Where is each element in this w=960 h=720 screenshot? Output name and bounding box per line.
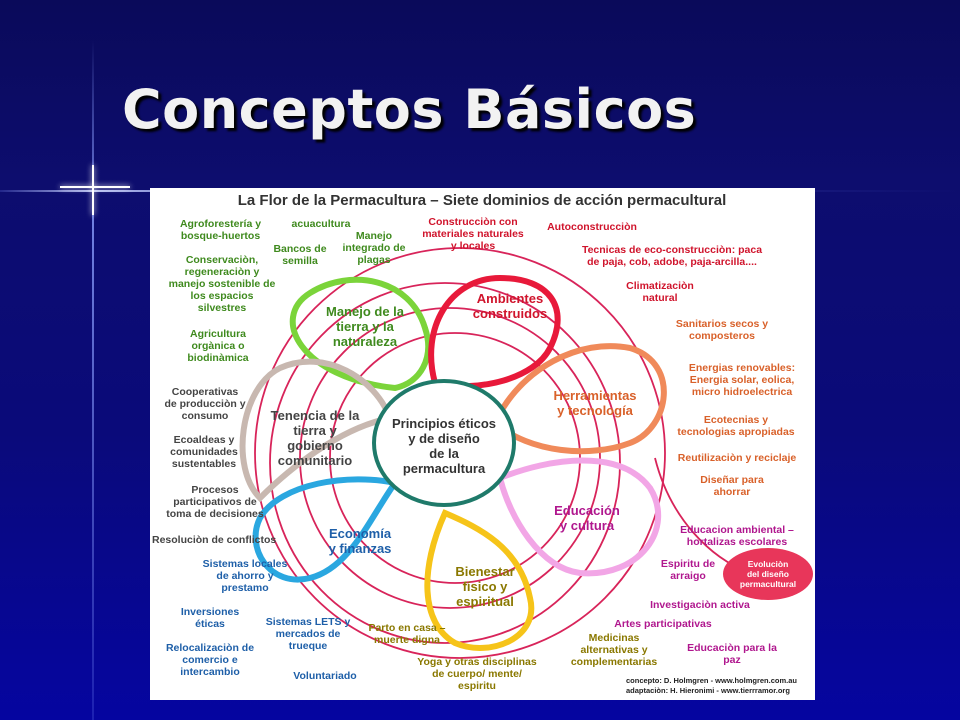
petals <box>239 274 667 651</box>
label-yoga: Yoga y otras disciplinas de cuerpo/ ment… <box>417 656 537 692</box>
petal-tenure <box>239 358 395 503</box>
label-conservation: Conservaciòn, regeneraciòn y manejo sost… <box>168 254 276 314</box>
label-local-savings: Sistemas locales de ahorro y prestamo <box>202 558 288 594</box>
center-label: Principios éticos y de diseño de la perm… <box>391 416 497 476</box>
decorative-vertical-line <box>92 40 94 720</box>
label-ecobuild: Tecnicas de eco-construcciòn: paca de pa… <box>581 244 763 268</box>
credit-concept: concepto: D. Holmgren - www.holmgren.com… <box>626 676 797 685</box>
petal-built <box>428 274 561 389</box>
petal-label-economy: Economía y finanzas <box>328 526 392 556</box>
label-agroforestry: Agroforestería y bosque-huertos <box>179 218 262 242</box>
label-research: Investigaciòn activa <box>650 599 750 611</box>
credit-adaptation: adaptaciòn: H. Hieronimi - www.tierrramo… <box>626 686 790 695</box>
label-aquaculture: acuacultura <box>291 218 351 230</box>
label-birth: Parto en casa – muerte digna <box>368 622 446 646</box>
label-materials: Construcciòn con materiales naturales y … <box>422 216 524 252</box>
label-lets: Sistemas LETS y mercados de trueque <box>265 616 351 652</box>
label-conflict: Resoluciòn de conflictos <box>152 534 277 546</box>
petal-education <box>496 457 662 577</box>
label-participatory: Procesos participativos de toma de decis… <box>166 484 264 520</box>
label-arts: Artes participativas <box>614 618 712 630</box>
figure-title: La Flor de la Permacultura – Siete domin… <box>237 192 727 209</box>
decorative-sparkle-horizontal <box>60 186 130 188</box>
label-volunteer: Voluntariado <box>293 670 357 682</box>
label-recycle: Reutilizaciòn y reciclaje <box>677 452 797 464</box>
label-ethical-investment: Inversiones éticas <box>180 606 240 630</box>
label-toilets: Sanitarios secos y composteros <box>675 318 769 342</box>
label-rootedness: Espiritu de arraigo <box>660 558 716 582</box>
petal-health <box>424 509 535 651</box>
decorative-sparkle-vertical <box>92 165 94 215</box>
petal-label-health: Bienestar físico y espiritual <box>455 564 515 609</box>
label-design: Diseñar para ahorrar <box>700 474 764 498</box>
label-seedbanks: Bancos de semilla <box>273 243 327 267</box>
petal-label-land: Manejo de la tierra y la naturaleza <box>325 304 405 349</box>
spiral <box>254 247 751 659</box>
petal-label-education: Educación y cultura <box>554 503 620 533</box>
slide-title: Conceptos Básicos <box>122 78 697 141</box>
label-peace: Educaciòn para la paz <box>687 642 777 666</box>
flower-diagram <box>239 247 751 659</box>
label-ecovillages: Ecoaldeas y comunidades sustentables <box>170 434 238 470</box>
label-pests: Manejo integrado de plagas <box>342 230 406 266</box>
label-ecotech: Ecotecnias y tecnologias apropiadas <box>677 414 795 438</box>
label-coops: Cooperativas de producciòn y consumo <box>164 386 246 422</box>
petal-tools <box>491 343 667 455</box>
label-medicine: Medicinas alternativas y complementarias <box>570 632 658 668</box>
label-selfbuild: Autoconstrucciòn <box>547 221 637 233</box>
petal-economy <box>252 476 401 583</box>
credits: concepto: D. Holmgren - www.holmgren.com… <box>626 676 812 696</box>
petal-land <box>289 276 432 392</box>
center-circle <box>372 379 516 507</box>
label-energy: Energias renovables: Energia solar, eoli… <box>688 362 796 398</box>
evolution-badge: Evoluciòn del diseño permacultural <box>723 548 813 600</box>
label-relocalization: Relocalizaciòn de comercio e intercambio <box>165 642 255 678</box>
label-env-education: Educacion ambiental – hortalizas escolar… <box>680 524 794 548</box>
permaculture-flower-figure: La Flor de la Permacultura – Siete domin… <box>150 188 815 700</box>
petal-label-built: Ambientes construidos <box>472 291 548 321</box>
petal-label-tools: Herramientas y tecnología <box>553 388 637 418</box>
petal-label-tenure: Tenencia de la tierra y gobierno comunit… <box>270 408 360 468</box>
label-organic: Agricultura orgànica o biodinàmica <box>187 328 249 364</box>
label-climate: Climatizaciòn natural <box>626 280 694 304</box>
